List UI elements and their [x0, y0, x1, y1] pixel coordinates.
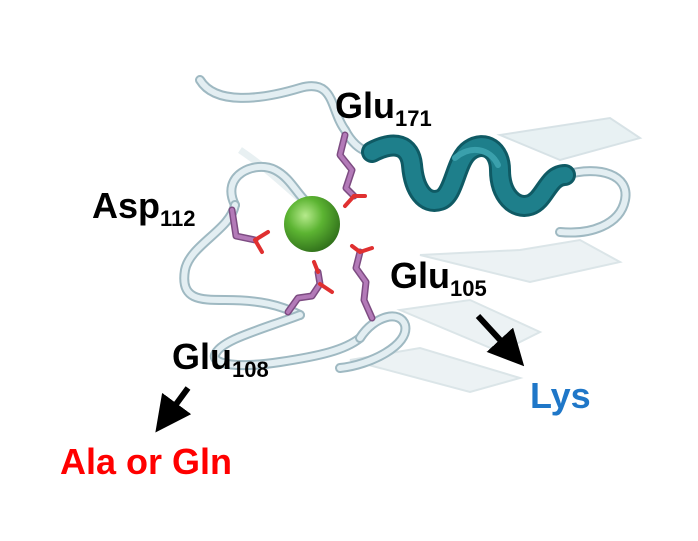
mutation-label-ala-or-gln: Ala or Gln — [60, 441, 233, 482]
label-glu171-name: Glu — [335, 85, 395, 126]
label-glu108-number: 108 — [232, 357, 269, 382]
label-glu105-number: 105 — [450, 276, 487, 301]
protein-coil — [179, 75, 631, 373]
label-glu105: Glu105 — [390, 258, 487, 300]
label-glu171: Glu171 — [335, 88, 432, 130]
beta-sheet-background — [238, 116, 643, 394]
label-asp112-number: 112 — [160, 206, 196, 231]
label-asp112-name: Asp — [92, 185, 161, 226]
alpha-helix — [361, 134, 576, 217]
arrow-glu108-to-ala-gln — [155, 386, 192, 433]
side-chains — [228, 131, 376, 322]
metal-ion-sphere — [284, 196, 340, 252]
mutation-label-lys: Lys — [530, 375, 591, 416]
label-asp112: Asp112 — [92, 188, 196, 230]
arrow-glu105-to-lys — [475, 313, 525, 367]
label-glu171-number: 171 — [395, 106, 432, 131]
label-glu108-name: Glu — [172, 336, 232, 377]
label-glu105-name: Glu — [390, 255, 450, 296]
label-glu108: Glu108 — [172, 339, 269, 381]
